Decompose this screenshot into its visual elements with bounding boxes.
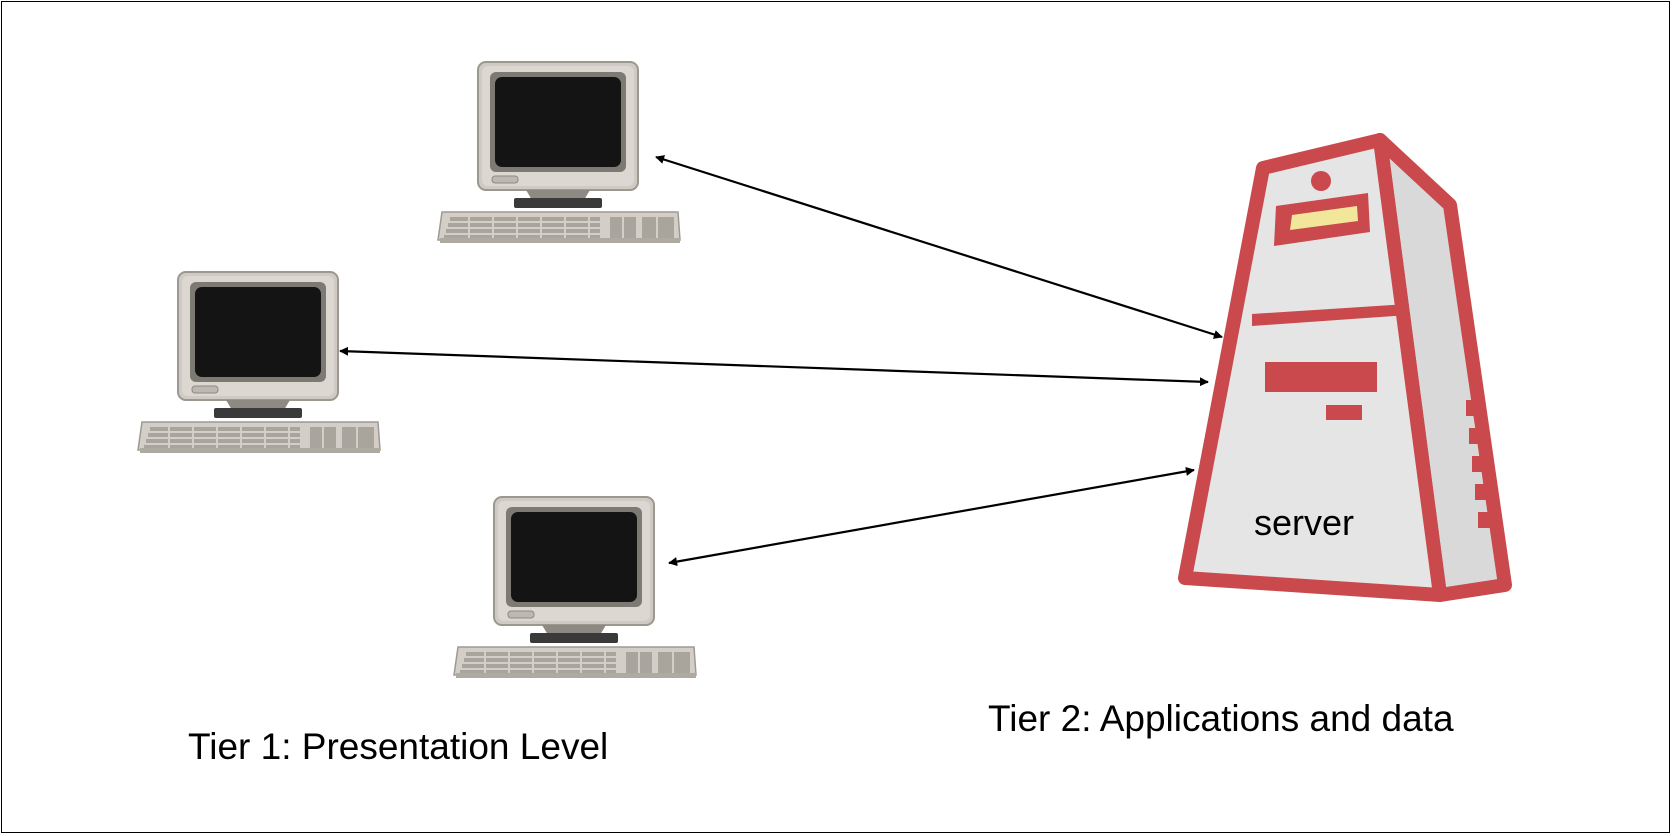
tier1-label: Tier 1: Presentation Level [188,726,609,767]
server-tower-icon [1178,133,1512,602]
desktop-computer-icon [453,496,697,679]
connection-arrow-top [655,155,1223,339]
client-computer-middle [137,271,381,454]
connection-arrow-bottom [668,466,1195,567]
desktop-computer-icon [137,271,381,454]
client-computer-top [437,61,681,244]
tier2-label: Tier 2: Applications and data [988,698,1454,739]
server-label: server [1254,502,1355,543]
desktop-computer-icon [437,61,681,244]
server-tower [1178,133,1512,602]
client-computer-bottom [453,496,697,679]
connection-arrow-middle [339,346,1209,387]
